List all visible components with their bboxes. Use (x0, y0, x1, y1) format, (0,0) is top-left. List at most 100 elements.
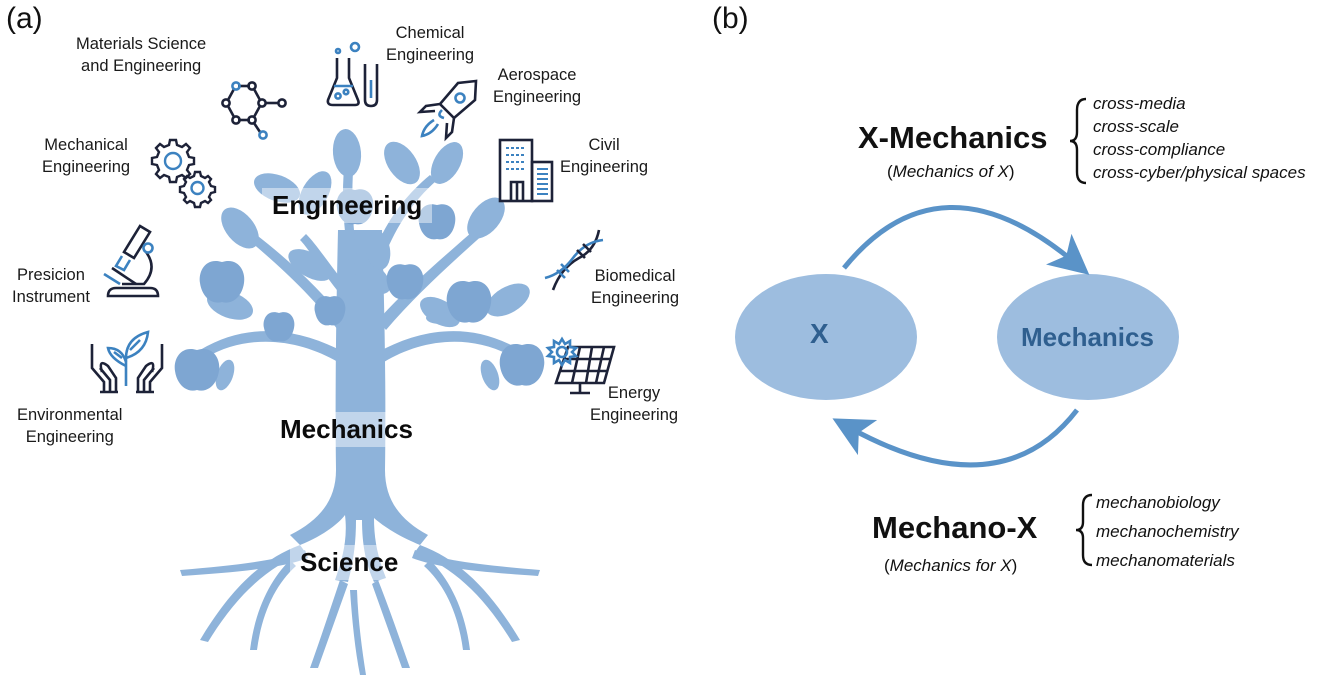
mechanics-cycle-diagram (735, 205, 1179, 468)
tree-leaf (221, 207, 259, 249)
field-label-line: Biomedical (594, 267, 676, 285)
field-label-line: Engineering (560, 158, 649, 176)
x-mechanics-item: cross-compliance (1093, 140, 1226, 159)
arrow-x-to-mechanics (842, 205, 1090, 275)
field-label-line: Environmental (17, 406, 123, 424)
mechano-x-list: mechanobiology mechanochemistry mechanom… (1096, 488, 1239, 575)
molecule-icon (221, 81, 287, 140)
x-mechanics-item: cross-media (1093, 94, 1186, 113)
flask-icon (326, 41, 379, 108)
mechano-x-title: Mechano-X (872, 510, 1038, 545)
tree-root (372, 580, 410, 668)
tree-apple (263, 312, 295, 342)
tree-leaf (384, 141, 420, 185)
tree-leaf (288, 249, 332, 281)
tree-leaf (365, 230, 391, 270)
panel-a-label: (a) (6, 2, 43, 35)
tree-branch (200, 331, 340, 362)
field-label-environmental: Environmental Engineering (17, 404, 122, 448)
tree-apple (199, 260, 245, 303)
tree-root (412, 550, 540, 576)
tree-trunk (290, 230, 428, 582)
tree-leaf (254, 173, 300, 203)
x-mechanics-item: cross-scale (1093, 117, 1179, 136)
field-label-mechanical: Mechanical Engineering (42, 134, 130, 178)
knowledge-tree (174, 129, 545, 675)
tree-apple (499, 343, 545, 386)
tree-label-science: Science (290, 545, 409, 580)
solar-panel-icon (545, 336, 616, 395)
subtitle-paren: ( (887, 162, 893, 181)
field-label-line: Engineering (25, 428, 114, 446)
tree-leaf (332, 129, 362, 177)
field-label-line: Engineering (42, 158, 131, 176)
tree-leaf (480, 359, 500, 391)
microscope-icon (103, 224, 160, 298)
field-label-biomedical: Biomedical Engineering (591, 265, 679, 309)
tree-root (424, 560, 470, 650)
tree-leaf (430, 142, 464, 184)
mechano-x-item: mechanomaterials (1096, 551, 1235, 570)
mechano-x-item: mechanobiology (1096, 493, 1220, 512)
field-label-line: Engineering (591, 289, 680, 307)
subtitle-paren: ) (1008, 162, 1015, 181)
field-label-line: Engineering (590, 406, 679, 424)
field-label-line: and Engineering (81, 57, 202, 75)
tree-leaf (467, 197, 505, 239)
ellipse-x (735, 274, 917, 400)
tree-apple (314, 296, 346, 326)
field-label-line: Engineering (386, 46, 475, 64)
subtitle-text: Mechanics for X (889, 556, 1012, 575)
tree-leaf (486, 283, 530, 317)
tree-label-mechanics: Mechanics (270, 412, 423, 447)
ellipse-x-label: X (810, 318, 829, 349)
tree-leaf (353, 260, 391, 294)
tree-label-engineering: Engineering (262, 188, 433, 223)
tree-apple (446, 280, 492, 323)
tree-leaf (426, 312, 454, 324)
field-label-line: Engineering (493, 88, 582, 106)
tree-root (350, 590, 366, 675)
x-mechanics-title: X-Mechanics (858, 120, 1048, 155)
panel-b-label: (b) (712, 2, 749, 35)
field-label-line: Materials Science (76, 35, 207, 53)
x-mechanics-brace (1069, 97, 1087, 185)
mechano-x-subtitle: (Mechanics for X) (884, 556, 1017, 576)
mechano-x-brace (1075, 493, 1093, 567)
field-label-materials: Materials Science and Engineering (76, 33, 206, 77)
tree-apple (386, 264, 424, 300)
subtitle-paren: ) (1011, 556, 1018, 575)
tree-branch (382, 331, 520, 362)
dna-icon (544, 229, 604, 291)
tree-branch (378, 225, 486, 330)
field-label-precision: Presicion Instrument (12, 264, 90, 308)
tree-root (250, 560, 296, 650)
field-label-energy: Energy Engineering (590, 382, 678, 426)
rocket-icon (416, 79, 478, 142)
subtitle-paren: ( (884, 556, 890, 575)
field-label-line: Mechanical (44, 136, 128, 154)
field-label-aerospace: Aerospace Engineering (493, 64, 581, 108)
arrow-mechanics-to-x (832, 408, 1079, 468)
tree-root (180, 550, 308, 576)
field-label-line: Chemical (395, 24, 465, 42)
field-label-line: Civil (588, 136, 620, 154)
x-mechanics-subtitle: (Mechanics of X) (887, 162, 1015, 182)
field-label-line: Aerospace (497, 66, 577, 84)
building-icon (498, 138, 554, 203)
field-label-line: Energy (607, 384, 661, 402)
plant-hands-icon (90, 330, 164, 394)
tree-apple (336, 189, 374, 225)
tree-apple (418, 204, 456, 240)
tree-leaf (298, 171, 332, 215)
tree-apple (174, 348, 220, 391)
field-label-line: Instrument (12, 288, 90, 306)
field-label-line: Presicion (17, 266, 85, 284)
tree-root (310, 580, 348, 668)
tree-leaf (215, 359, 235, 391)
ellipse-mechanics-label: Mechanics (1021, 322, 1154, 352)
x-mechanics-item: cross-cyber/physical spaces (1093, 163, 1306, 182)
x-mechanics-list: cross-media cross-scale cross-compliance… (1093, 92, 1306, 184)
field-label-civil: Civil Engineering (560, 134, 648, 178)
subtitle-text: Mechanics of X (892, 162, 1009, 181)
